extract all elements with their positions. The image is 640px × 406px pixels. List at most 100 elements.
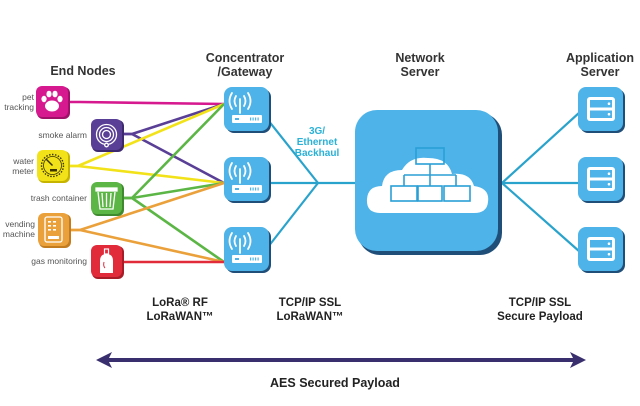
gateway-heading-line1: Concentrator	[205, 51, 285, 65]
signal-wave	[243, 95, 247, 107]
gateway	[224, 157, 271, 203]
app-server-line	[501, 111, 581, 184]
rf-link-line	[70, 228, 225, 264]
label-line: vending	[5, 219, 35, 229]
rf-link-line	[122, 103, 225, 200]
gauge-icon	[40, 153, 65, 178]
end-node-smoke-alarm	[91, 119, 124, 152]
label-line: gas monitoring	[31, 256, 87, 266]
signal-wave	[243, 165, 247, 177]
server-led	[607, 242, 611, 245]
aes-double-arrow	[96, 352, 586, 368]
signal-wave	[228, 232, 233, 250]
signal-wave	[247, 162, 252, 180]
protocol-network-application: TCP/IP SSL Secure Payload	[480, 296, 600, 324]
server-icon	[587, 167, 615, 191]
app-server-icons	[578, 87, 625, 273]
router-port	[255, 257, 257, 261]
server-unit	[590, 100, 612, 108]
end-node-vending-machine	[38, 213, 71, 248]
signal-wave	[247, 92, 252, 110]
network-server-heading-line1: Network	[395, 51, 445, 65]
gateway-heading-line2: /Gateway	[217, 65, 273, 79]
end-node-label-vending-machine: vending machine	[3, 219, 35, 239]
signal-wave	[247, 232, 252, 250]
router-led	[235, 118, 239, 120]
protocol-line: TCP/IP SSL	[278, 297, 342, 309]
router-port	[250, 187, 252, 191]
server-unit	[590, 240, 612, 248]
wireless-router-icon	[228, 232, 252, 254]
protocol-line: LoRa® RF	[152, 297, 208, 309]
server-icon	[587, 237, 615, 261]
end-nodes-heading: End Nodes	[50, 64, 116, 78]
backhaul-label: 3G/ Ethernet Backhaul	[282, 126, 352, 159]
rf-link-line	[122, 196, 225, 264]
paw-icon	[41, 90, 63, 112]
end-node-label-smoke-alarm: smoke alarm	[38, 130, 87, 140]
wireless-router-icon	[228, 92, 252, 114]
router-port	[257, 187, 259, 191]
backhaul-line	[267, 119, 319, 184]
server-unit	[590, 110, 612, 118]
router-body	[232, 185, 262, 193]
gateway-icons	[224, 87, 271, 273]
router-port	[255, 187, 257, 191]
rf-link-line	[122, 132, 225, 185]
label-line: smoke alarm	[38, 130, 87, 140]
end-node-label-water-meter: water meter	[12, 156, 34, 176]
server-unit	[590, 170, 612, 178]
end-node-label-gas-monitoring: gas monitoring	[31, 256, 87, 266]
protocol-line: Secure Payload	[497, 311, 583, 323]
trash-can-icon	[95, 187, 118, 210]
network-server-heading-line2: Server	[400, 65, 440, 79]
router-body	[232, 255, 262, 263]
router-port	[250, 117, 252, 121]
cloud-network-icon	[366, 147, 489, 213]
router-led	[235, 188, 239, 190]
signal-wave	[233, 165, 237, 177]
backhaul-line3: Backhaul	[294, 148, 340, 159]
gateway-heading: Concentrator /Gateway	[195, 51, 295, 79]
end-node-gas-monitoring	[91, 245, 124, 279]
application-server-heading-line1: Application	[565, 51, 635, 65]
signal-wave	[228, 162, 233, 180]
end-node-pet-tracking	[36, 86, 70, 119]
end-node-icons	[36, 86, 124, 279]
protocol-lora-rf: LoRa® RF LoRaWAN™	[125, 296, 235, 324]
backhaul-line1: 3G/	[308, 126, 326, 137]
server-unit	[590, 250, 612, 258]
protocol-line: LoRaWAN™	[276, 311, 344, 323]
signal-wave	[233, 95, 237, 107]
router-port	[252, 257, 254, 261]
gateway	[224, 87, 271, 133]
server-led	[607, 252, 611, 256]
router-led	[235, 258, 239, 260]
end-node-trash-container	[91, 182, 124, 216]
application-server	[578, 87, 625, 133]
server-led	[607, 172, 611, 175]
server-led	[607, 112, 611, 116]
router-port	[252, 117, 254, 121]
signal-wave	[233, 235, 237, 247]
gateway	[224, 227, 271, 273]
application-server-heading: Application Server	[550, 51, 640, 79]
router-port	[255, 117, 257, 121]
smoke-alarm-icon	[95, 123, 118, 148]
end-node-water-meter	[37, 150, 70, 183]
signal-wave	[228, 92, 233, 110]
app-server-line	[501, 182, 581, 253]
server-led	[607, 182, 611, 186]
router-port	[257, 117, 259, 121]
label-line: meter	[12, 166, 34, 176]
app-server-links	[501, 111, 581, 253]
end-node-label-trash-container: trash container	[31, 193, 87, 203]
router-port	[252, 187, 254, 191]
wireless-router-icon	[228, 162, 252, 184]
network-server	[355, 110, 502, 255]
rf-link-line	[70, 100, 225, 106]
label-line: machine	[2, 229, 35, 239]
signal-wave	[243, 235, 247, 247]
